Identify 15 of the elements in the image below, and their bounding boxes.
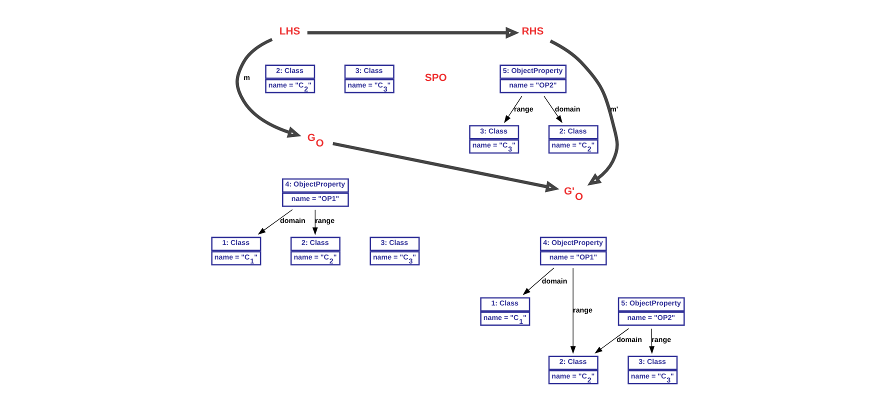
arrow	[543, 96, 562, 124]
arrow	[312, 210, 318, 236]
arrow	[504, 96, 522, 124]
arrow	[549, 40, 618, 186]
arrow	[648, 328, 654, 354]
arrow	[257, 209, 292, 235]
arrow	[235, 38, 301, 138]
node-text: LHS	[278, 26, 300, 38]
label: SPO	[424, 72, 446, 84]
arrow	[570, 268, 576, 354]
arrow	[306, 26, 519, 39]
arrow	[332, 142, 559, 192]
arrow	[522, 268, 554, 296]
arrow	[594, 328, 628, 354]
node-text: RHS	[521, 26, 544, 38]
